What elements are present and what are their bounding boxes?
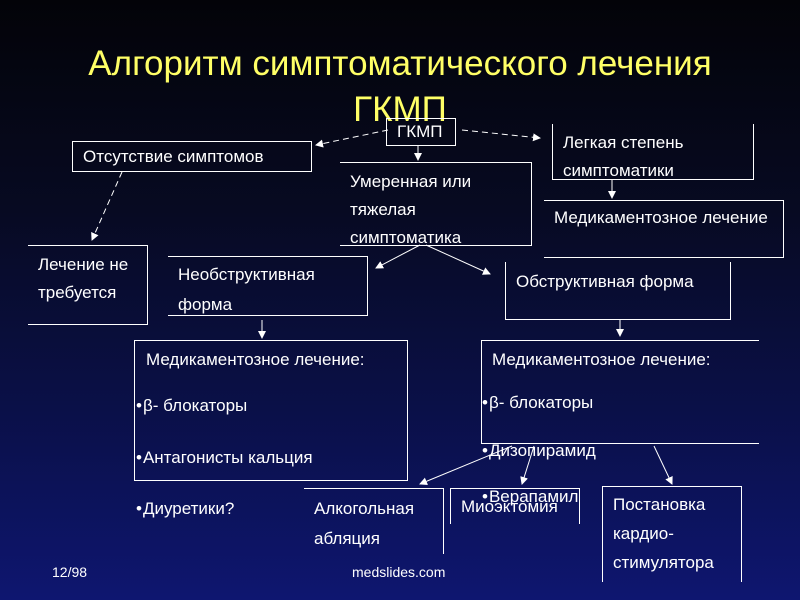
node-myectomy: Миоэктомия (450, 488, 580, 524)
right-drug-heading: Медикаментозное лечение: (492, 350, 711, 369)
node-alcohol-ablation: Алкогольная абляция (304, 488, 444, 554)
arrow-no-symptoms-to-no-treatment (91, 171, 123, 241)
page-number: 12/98 (52, 564, 88, 580)
arrow-drug-to-pacing (653, 445, 673, 485)
arrow-moderate-to-nonobstructive (375, 244, 421, 269)
source-site: medslides.com (352, 564, 446, 580)
node-no-treatment: Лечение не требуется (28, 245, 148, 325)
node-gkmp: ГКМП (386, 118, 456, 146)
slide-title: Алгоритм симптоматического лечения (88, 44, 712, 83)
left-drug-item: Диуретики? (136, 494, 234, 524)
node-mild-symptoms: Легкая степень симптоматики (552, 124, 754, 180)
left-drug-item: Антагонисты кальция (136, 443, 313, 473)
arrow-gkmp-to-no-symptoms (315, 129, 389, 148)
left-drug-item: β- блокаторы (136, 391, 247, 421)
arrow-gkmp-to-mild (461, 129, 541, 142)
node-obstructive: Обструктивная форма (505, 262, 731, 320)
slide-title-line2: ГКМП (353, 90, 447, 129)
node-left-drug-therapy (134, 340, 408, 481)
node-moderate-severe: Умеренная или тяжелая симптоматика (340, 162, 532, 247)
node-nonobstructive: Необструктивная форма (168, 256, 368, 316)
right-drug-item: Дизопирамид (482, 436, 596, 466)
right-drug-item: β- блокаторы (482, 388, 593, 418)
node-no-symptoms: Отсутствие симптомов (72, 141, 312, 172)
arrow-moderate-to-obstructive (425, 244, 491, 275)
left-drug-heading: Медикаментозное лечение: (146, 350, 365, 369)
node-pacing: Постановка кардио-стимулятора (602, 486, 742, 582)
right-drug-item: Верапамил (482, 482, 578, 512)
node-drug-mild: Медикаментозное лечение (544, 200, 784, 258)
